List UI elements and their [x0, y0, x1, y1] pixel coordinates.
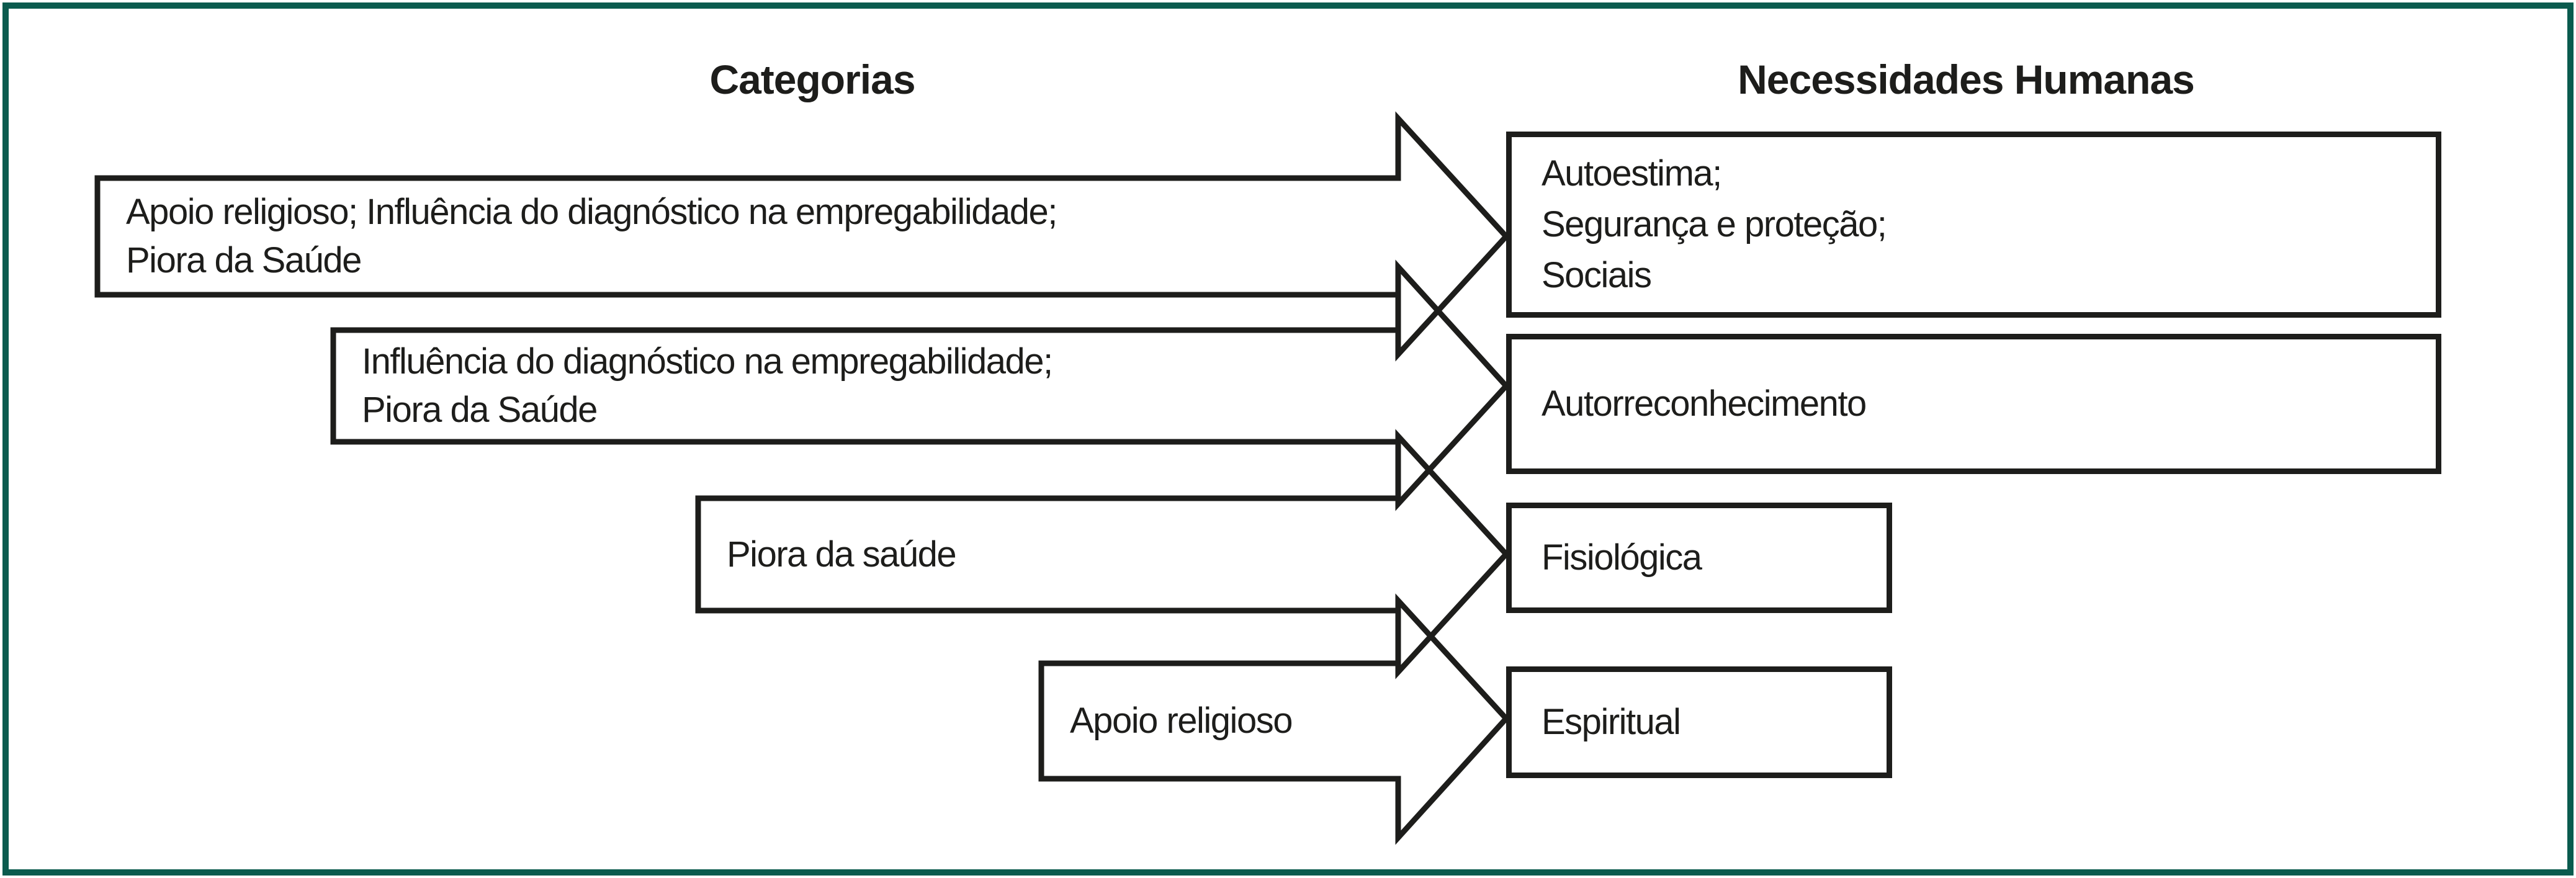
need-text-line: Autoestima;: [1542, 153, 1722, 194]
category-text-line: Piora da Saúde: [126, 240, 362, 280]
category-box-4: Apoio religioso: [1041, 663, 1398, 779]
category-text-line: Influência do diagnóstico na empregabili…: [362, 341, 1053, 382]
need-text-line: Segurança e proteção;: [1542, 204, 1887, 244]
category-text-line: Apoio religioso; Influência do diagnósti…: [126, 192, 1057, 232]
need-text-line: Autorreconhecimento: [1542, 383, 1867, 424]
categories-header: Categorias: [709, 56, 915, 102]
category-text-line: Apoio religioso: [1070, 701, 1293, 741]
need-text-line: Fisiológica: [1542, 537, 1702, 578]
arrow-row-1: [94, 111, 1510, 362]
need-text-line: Espiritual: [1542, 702, 1681, 742]
category-box-2: Influência do diagnóstico na empregabili…: [333, 330, 1398, 442]
need-box-2: Autorreconhecimento: [1506, 334, 2441, 474]
category-text-line: Piora da saúde: [727, 534, 957, 575]
category-text-line: Piora da Saúde: [362, 390, 598, 430]
arrow-row-3: [695, 429, 1510, 679]
need-box-1: Autoestima; Segurança e proteção; Sociai…: [1506, 132, 2441, 318]
arrow-row-4: [1038, 593, 1510, 845]
needs-header: Necessidades Humanas: [1738, 56, 2195, 102]
category-box-1: Apoio religioso; Influência do diagnósti…: [97, 178, 1398, 295]
need-text-line: Sociais: [1542, 255, 1652, 295]
need-box-4: Espiritual: [1506, 666, 1892, 778]
need-box-3: Fisiológica: [1506, 503, 1892, 613]
category-box-3: Piora da saúde: [698, 498, 1398, 611]
arrow-row-2: [330, 259, 1510, 511]
